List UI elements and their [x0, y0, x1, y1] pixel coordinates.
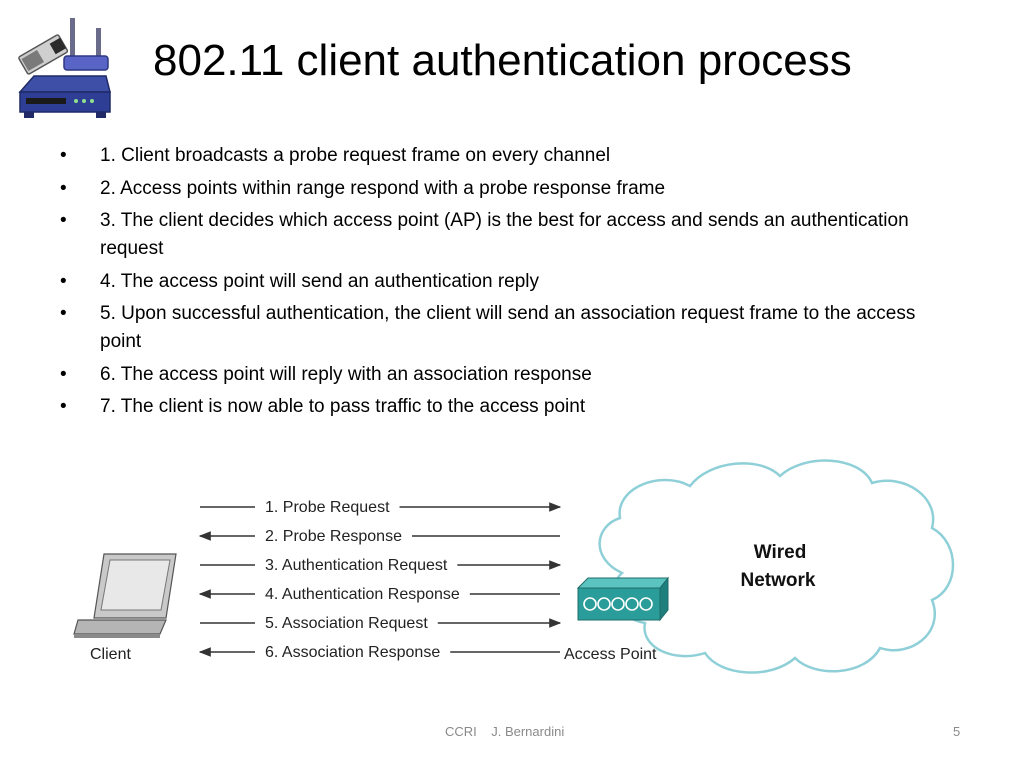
- cloud-label-line2: Network: [741, 570, 816, 591]
- message-label: 3. Authentication Request: [265, 557, 448, 574]
- bullet-marker: •: [60, 303, 67, 324]
- wired-network-cloud: [598, 459, 955, 674]
- bullet-item: • 3. The client decides which access poin…: [60, 207, 960, 263]
- bullet-item: • 5. Upon successful authentication, the …: [60, 300, 960, 356]
- bullet-marker: •: [60, 210, 67, 231]
- wireless-router-logo-icon: [18, 18, 111, 118]
- bullet-marker: •: [60, 177, 67, 199]
- bullet-text: 5. Upon successful authentication, the c…: [100, 303, 916, 352]
- message-label: 2. Probe Response: [265, 528, 402, 545]
- bullet-text: 3. The client decides which access point…: [100, 210, 909, 259]
- access-point-label: Access Point: [564, 646, 657, 663]
- bullet-text: 4. The access point will send an authent…: [100, 270, 540, 292]
- client-label: Client: [90, 646, 131, 663]
- bullet-marker: •: [60, 396, 67, 417]
- bullet-item: • 2. Access points within range respond w…: [60, 175, 960, 203]
- message-row: 1. Probe Request: [200, 499, 562, 516]
- bullet-list: • 1. Client broadcasts a probe request fr…: [60, 142, 960, 426]
- message-label: 6. Association Response: [265, 644, 440, 661]
- bullet-marker: •: [60, 363, 67, 385]
- authentication-diagram: Wired Network Access Point Client 1. Pro…: [73, 459, 955, 674]
- bullet-item: • 7. The client is now able to pass traff…: [60, 393, 960, 421]
- bullet-item: • 1. Client broadcasts a probe request fr…: [60, 142, 960, 170]
- bullet-item: • 6. The access point will reply with an …: [60, 361, 960, 389]
- access-point-icon: [576, 576, 670, 622]
- message-row: 2. Probe Response: [198, 528, 560, 545]
- bullet-text: 7. The client is now able to pass traffi…: [100, 396, 586, 417]
- message-label: 4. Authentication Response: [265, 586, 460, 603]
- slide-title: 802.11 client authentication process: [153, 36, 852, 85]
- laptop-client-icon: [73, 553, 177, 638]
- footer-author: CCRI J. Bernardini: [445, 724, 565, 739]
- bullet-marker: •: [60, 270, 67, 292]
- bullet-item: • 4. The access point will send an authen…: [60, 268, 960, 296]
- message-row: 5. Association Request: [200, 615, 562, 632]
- bullet-text: 2. Access points within range respond wi…: [100, 177, 666, 199]
- cloud-label-line1: Wired: [754, 542, 807, 563]
- message-arrows: 1. Probe Request 2. Probe Response 3. Auth…: [198, 499, 562, 661]
- bullet-marker: •: [60, 145, 67, 166]
- message-label: 1. Probe Request: [265, 499, 390, 516]
- message-row: 4. Authentication Response: [198, 586, 560, 603]
- message-row: 6. Association Response: [198, 644, 560, 661]
- bullet-text: 1. Client broadcasts a probe request fra…: [100, 145, 611, 166]
- message-label: 5. Association Request: [265, 615, 428, 632]
- bullet-text: 6. The access point will reply with an a…: [100, 363, 592, 385]
- slide-number: 5: [953, 724, 961, 739]
- message-row: 3. Authentication Request: [200, 557, 562, 574]
